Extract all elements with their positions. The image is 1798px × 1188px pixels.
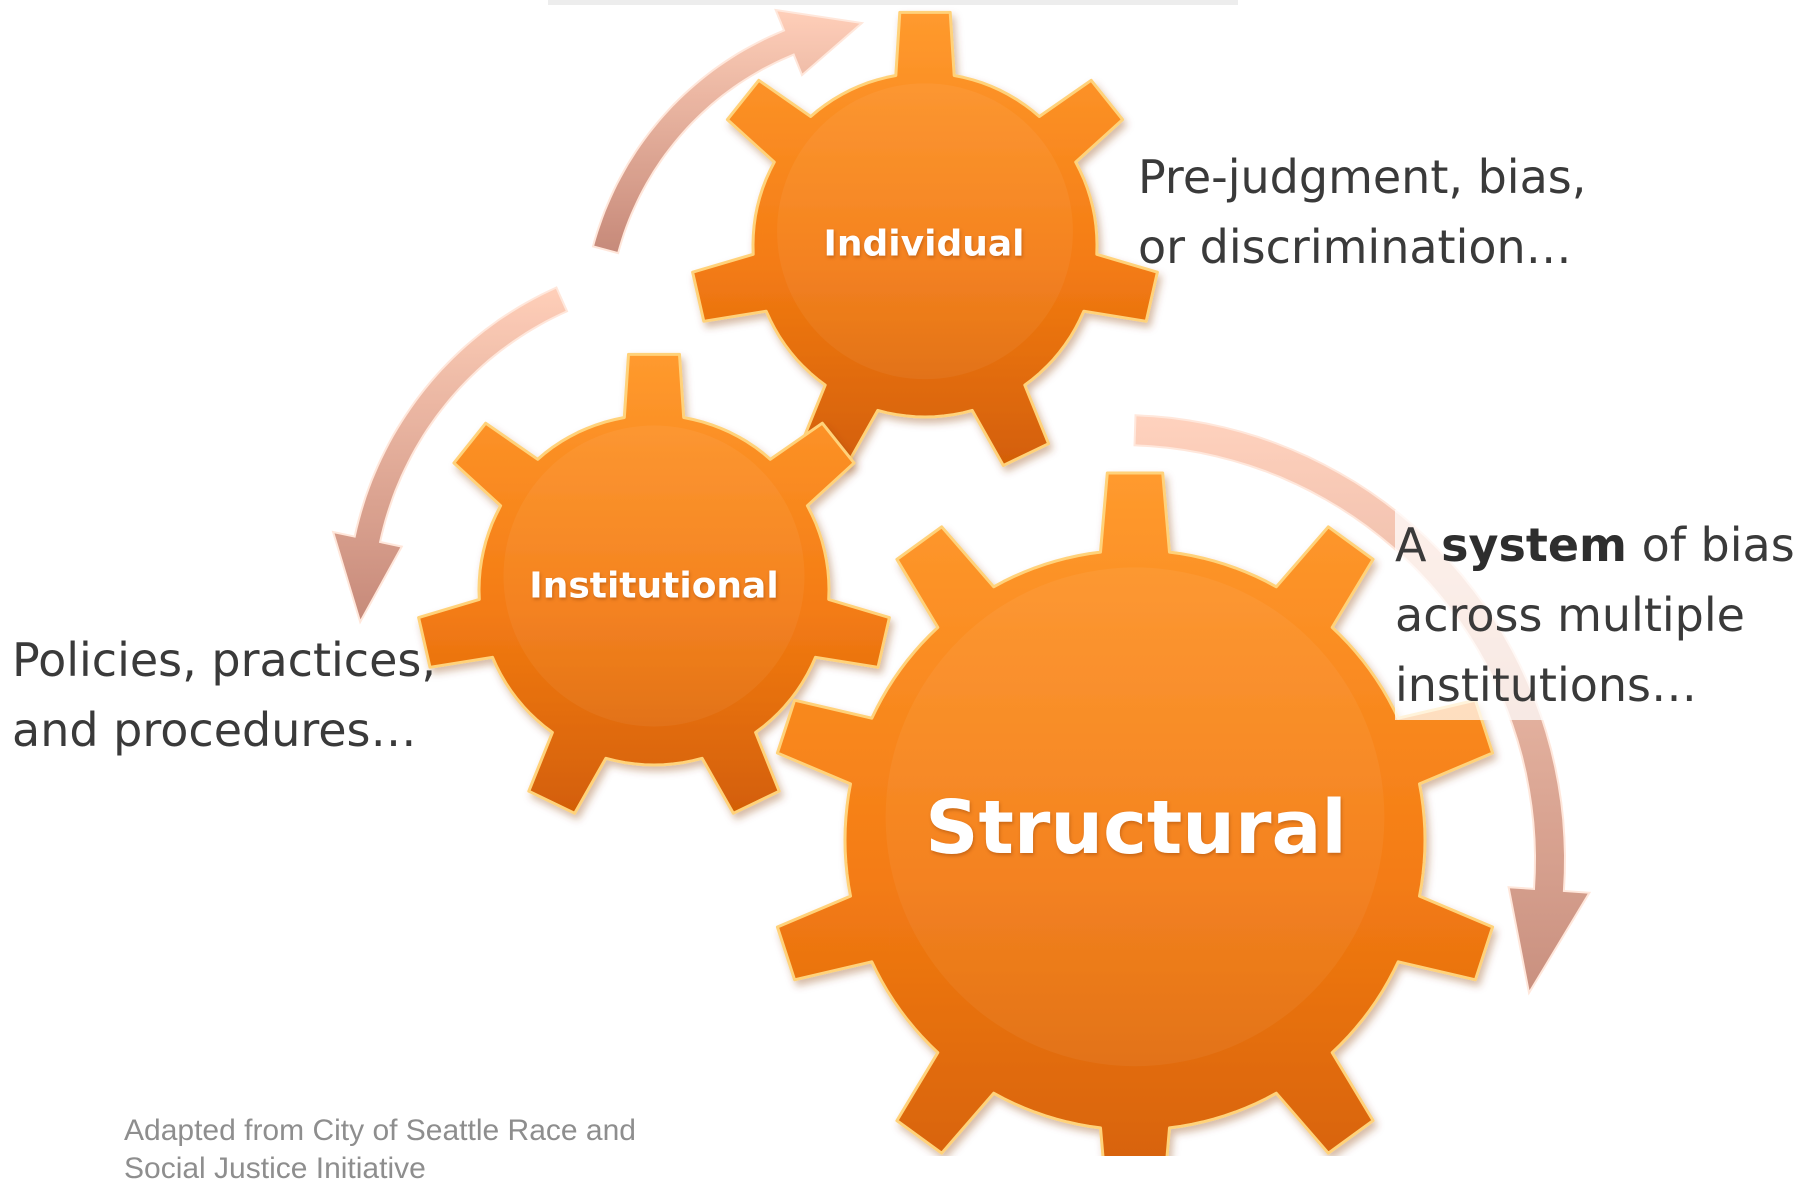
gear-individual [691,10,1159,467]
gear-highlight [503,425,805,727]
gear-highlight [777,83,1073,380]
structural-line1-prefix: A [1395,518,1442,572]
gear-institutional [417,352,891,815]
gear-icon [691,10,1159,467]
institutional-description: Policies, practices, and procedures… [12,625,436,765]
source-credit: Adapted from City of Seattle Race and So… [124,1112,636,1188]
gear-icon [775,471,1495,1156]
structural-line1-bold: system [1441,518,1627,572]
individual-description: Pre-judgment, bias, or discrimination… [1138,142,1586,282]
individual-description-line-1: Pre-judgment, bias, [1138,150,1587,204]
gear-icon [417,352,891,815]
gear-label-individual: Individual [823,223,1025,265]
structural-description-line-3: institutions… [1395,658,1697,712]
gears-cycle-diagram [331,8,1592,1156]
individual-description-line-2: or discrimination… [1138,220,1572,274]
top-divider [548,0,1238,5]
structural-description-line-2: across multiple [1395,588,1745,642]
gear-label-structural: Structural [925,785,1347,871]
structural-description: A system of bias across multiple institu… [1395,510,1795,720]
structural-line1-suffix: of bias [1626,518,1795,572]
source-credit-line-1: Adapted from City of Seattle Race and [124,1114,636,1147]
gear-label-institutional: Institutional [529,565,779,607]
structural-description-line-1: A system of bias [1395,510,1795,580]
cycle-arrow-icon [331,286,569,625]
gear-structural [775,471,1495,1156]
cycle-arrow-icon [1133,414,1592,996]
cycle-arrow-icon [591,8,865,255]
institutional-description-line-1: Policies, practices, [12,633,436,687]
institutional-description-line-2: and procedures… [12,703,417,757]
gear-highlight [885,567,1385,1067]
